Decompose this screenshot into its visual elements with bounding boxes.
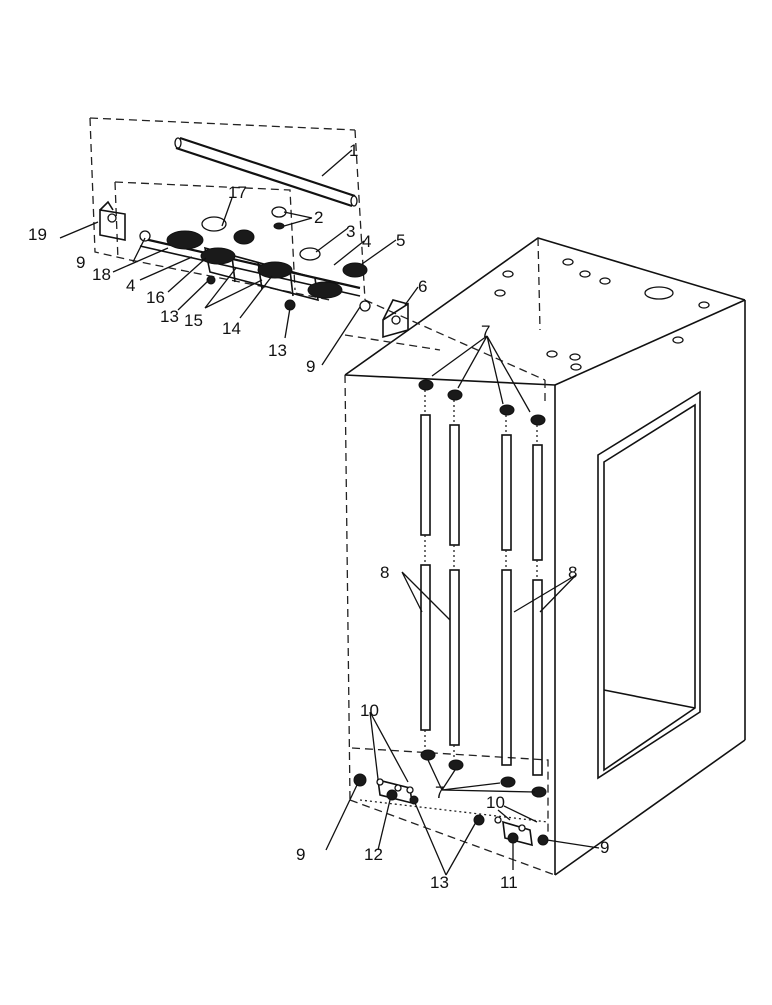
callout-11: 11: [500, 873, 518, 892]
callout-4: 4: [362, 232, 371, 251]
vertical-rods: [418, 379, 547, 798]
callout-9: 9: [306, 357, 315, 376]
callout-2: 2: [314, 208, 323, 227]
callout-labels: 1 2 3 4 5 6 7 8 8 9 9 9 9 10 10 11 12 13…: [28, 141, 609, 892]
callout-18: 18: [92, 265, 111, 284]
callout-3: 3: [346, 222, 355, 241]
callout-12: 12: [364, 845, 383, 864]
callout-14: 14: [222, 319, 241, 338]
rod-assembly: [89, 117, 546, 402]
callout-13: 13: [160, 307, 179, 326]
cabinet-housing: [344, 237, 746, 876]
callout-19: 19: [28, 225, 47, 244]
callout-10: 10: [486, 793, 505, 812]
callout-13: 13: [430, 873, 449, 892]
callout-15: 15: [184, 311, 203, 330]
callout-4: 4: [126, 276, 135, 295]
callout-1: 1: [349, 141, 358, 160]
callout-9: 9: [600, 838, 609, 857]
leader-lines: [59, 149, 600, 876]
callout-9: 9: [296, 845, 305, 864]
bottom-brackets: [353, 773, 549, 847]
callout-6: 6: [418, 277, 427, 296]
callout-7: 7: [481, 322, 490, 341]
callout-8: 8: [380, 563, 389, 582]
callout-17: 17: [228, 183, 247, 202]
callout-7: 7: [435, 783, 444, 802]
callout-8: 8: [568, 563, 577, 582]
callout-10: 10: [360, 701, 379, 720]
callout-5: 5: [396, 231, 405, 250]
callout-13: 13: [268, 341, 287, 360]
callout-16: 16: [146, 288, 165, 307]
callout-9: 9: [76, 253, 85, 272]
